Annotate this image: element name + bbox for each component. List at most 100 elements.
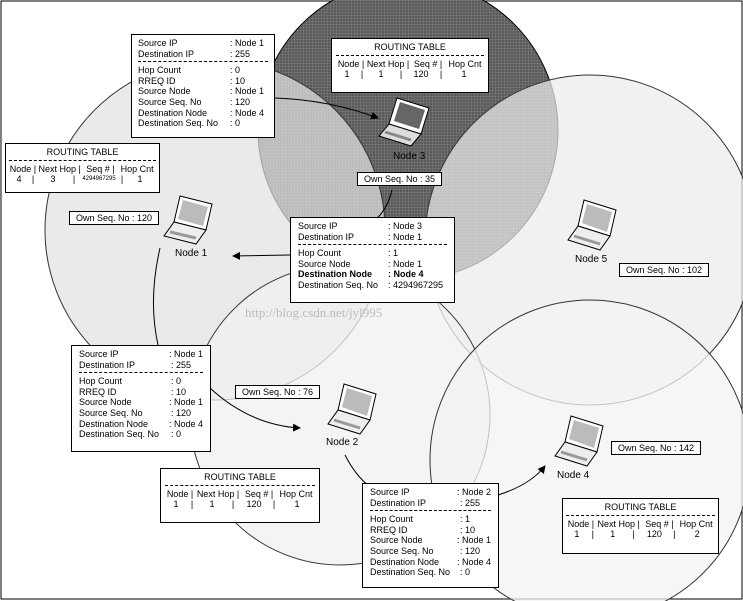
divider xyxy=(79,372,203,374)
col-hop-cnt: Hop Cnt xyxy=(120,163,154,174)
field-value: : 10 xyxy=(460,524,476,535)
rreq-packet-left: Source IP: Node 1 Destination IP: 255 Ho… xyxy=(71,345,211,452)
node4-label: Node 4 xyxy=(557,470,590,481)
divider xyxy=(165,484,315,486)
col-next-hop: Next Hop | xyxy=(597,518,640,529)
cell: 1 xyxy=(574,529,580,540)
cell-sep: | xyxy=(231,499,235,510)
field-label: Destination Seq. No xyxy=(370,567,451,578)
field-value: : Node 4 xyxy=(388,269,424,280)
field-label: Hop Count xyxy=(298,248,342,259)
cell: 1 xyxy=(173,499,179,510)
field-label: Source Node xyxy=(79,397,132,408)
field-value: : Node 2 xyxy=(456,487,491,497)
field-value: : 0 xyxy=(460,567,471,578)
field-label: Source Seq. No xyxy=(138,96,202,107)
cell-sep: | xyxy=(632,529,635,540)
field-label: Destination Node xyxy=(138,107,208,118)
divider xyxy=(298,244,447,246)
field-label: Source IP xyxy=(138,38,178,48)
watermark: http://blog.csdn.net/jyl995 xyxy=(245,305,382,320)
field-label: Source Seq. No xyxy=(79,407,143,418)
col-hop-cnt: Hop Cnt xyxy=(448,58,482,69)
field-value: : Node 4 xyxy=(230,107,265,118)
field-label: Destination Seq. No xyxy=(138,118,219,129)
field-value: : Node 1 xyxy=(168,397,203,408)
field-value: : Node 1 xyxy=(168,349,203,359)
cell: 2 xyxy=(694,529,700,540)
field-value: : 120 xyxy=(171,407,192,418)
field-value: : Node 1 xyxy=(388,258,423,269)
cell-sep: | xyxy=(272,499,276,510)
routing-table-node2: ROUTING TABLE Node | Next Hop | Seq # | … xyxy=(160,468,320,523)
field-value: : 0 xyxy=(230,65,241,76)
cell: 4294967295 xyxy=(82,176,116,183)
col-node: Node | xyxy=(166,488,194,499)
cell-sep: | xyxy=(439,69,443,80)
field-value: : 1 xyxy=(388,248,399,259)
field-label: Source Seq. No xyxy=(370,545,434,556)
cell-sep: | xyxy=(72,174,76,185)
cell: 120 xyxy=(646,529,662,540)
cell: 1 xyxy=(461,69,467,80)
field-label: RREQ ID xyxy=(79,386,117,397)
laptop-icon-node2 xyxy=(327,383,377,435)
field-label: Source IP xyxy=(298,221,338,231)
arrow-rreq-to-node2 xyxy=(209,387,301,432)
arrow-rrep-to-node1 xyxy=(232,251,291,260)
field-value: : 120 xyxy=(230,96,251,107)
laptop-icon-node5 xyxy=(567,199,617,251)
field-value: : 10 xyxy=(230,75,246,86)
cell: 1 xyxy=(344,69,350,80)
routing-table-node3: ROUTING TABLE Node | Next Hop | Seq # | … xyxy=(331,38,489,93)
rrep-packet: Source IP: Node 3 Destination IP: Node 1… xyxy=(290,217,455,303)
divider xyxy=(370,510,491,512)
field-label: Destination IP xyxy=(298,231,355,242)
field-value: : 120 xyxy=(460,545,481,556)
node3-own-seq: Own Seq. No : 35 xyxy=(357,172,443,186)
field-value: : 10 xyxy=(171,386,187,397)
field-label: Source Node xyxy=(298,258,351,269)
routing-table-title: ROUTING TABLE xyxy=(374,42,446,52)
field-label: Hop Count xyxy=(370,514,414,525)
col-next-hop: Next Hop | xyxy=(366,58,410,69)
field-value: : 1 xyxy=(460,514,471,525)
col-next-hop: Next Hop | xyxy=(38,163,81,174)
col-seq: Seq # | xyxy=(645,518,674,529)
cell-sep: | xyxy=(591,529,594,540)
cell: 120 xyxy=(246,499,262,510)
field-label: Destination Node xyxy=(79,418,149,429)
laptop-icon-node3 xyxy=(378,97,430,147)
field-value: : 0 xyxy=(230,118,241,129)
routing-table-node4: ROUTING TABLE Node | Next Hop | Seq # | … xyxy=(562,498,719,554)
field-label: Source IP xyxy=(370,487,410,497)
col-hop-cnt: Hop Cnt xyxy=(279,488,313,499)
connector-node1-rreq xyxy=(153,247,161,346)
col-seq: Seq # | xyxy=(244,488,274,499)
divider xyxy=(336,54,484,56)
field-label: Source Node xyxy=(370,535,423,546)
cell: 120 xyxy=(413,69,429,80)
field-label: Destination IP xyxy=(370,497,427,508)
cell: 1 xyxy=(209,499,215,510)
field-label: Hop Count xyxy=(79,376,123,387)
laptop-icon-node1 xyxy=(163,195,213,245)
field-label: Hop Count xyxy=(138,65,182,76)
col-next-hop: Next Hop | xyxy=(196,488,240,499)
cell: 1 xyxy=(610,529,616,540)
node1-label: Node 1 xyxy=(175,248,208,259)
cell: 1 xyxy=(378,69,384,80)
field-value: : 4294967295 xyxy=(388,279,444,290)
field-value: : 255 xyxy=(230,48,251,59)
node2-label: Node 2 xyxy=(326,437,359,448)
rreq-packet-bottom: Source IP: Node 2 Destination IP: 255 Ho… xyxy=(362,483,499,588)
cell: 1 xyxy=(294,499,300,510)
field-value: : Node 1 xyxy=(230,38,265,48)
field-value: : Node 1 xyxy=(230,86,265,97)
field-value: : Node 1 xyxy=(388,231,423,242)
col-node: Node | xyxy=(337,58,365,69)
node4-own-seq: Own Seq. No : 142 xyxy=(611,441,702,455)
cell-sep: | xyxy=(673,529,676,540)
col-node: Node | xyxy=(9,163,37,174)
